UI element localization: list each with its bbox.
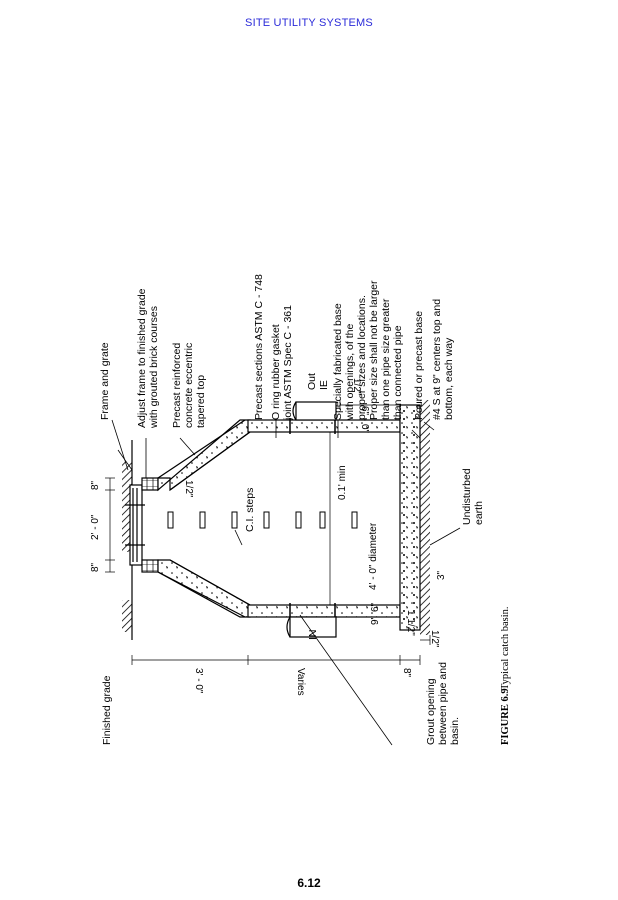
tapered-top-lower xyxy=(157,559,251,618)
label-poured-base: Poured or precast base xyxy=(413,311,425,420)
label-out: Out xyxy=(306,373,318,390)
basin-structure xyxy=(122,400,430,640)
dim-4-0-diameter: 4' - 0" diameter xyxy=(368,522,379,590)
label-precast-top-3: tapered top xyxy=(195,375,207,428)
label-precast-sections: Precast sections ASTM C - 748 xyxy=(253,274,265,420)
leader-grout xyxy=(299,614,393,746)
dim-3-bottom: 3" xyxy=(436,570,447,580)
dim-1-half-small: 1/2" xyxy=(351,378,362,396)
label-grout-1: Grout opening xyxy=(425,678,437,745)
label-rebar-1: #4 S at 9" centers top and xyxy=(431,299,443,420)
dim-8-left: 8" xyxy=(90,562,101,572)
label-rebar-2: bottom, each way xyxy=(443,337,455,420)
leader-rebar xyxy=(423,421,435,431)
outlet-pipe xyxy=(295,401,337,421)
label-precast-top-2: concrete eccentric xyxy=(183,343,195,428)
dim-6-right: 6" - 0" xyxy=(359,406,370,434)
label-ie: IE xyxy=(318,380,330,390)
dim-6-min: 6" xyxy=(370,602,381,612)
label-finished-grade: Finished grade xyxy=(101,675,113,745)
grade-hatch-top xyxy=(122,462,132,552)
label-base-2: with openings, of the xyxy=(344,324,356,421)
label-grout-3: basin. xyxy=(449,717,461,745)
label-grout-2: between pipe and xyxy=(437,662,449,745)
page-number: 6.12 xyxy=(297,876,321,890)
label-earth-1: Undisturbed xyxy=(461,468,473,525)
label-base-6: than connected pipe xyxy=(392,325,404,420)
label-ci-steps: C.I. steps xyxy=(244,488,256,532)
grade-hatch-bottom xyxy=(122,600,132,632)
label-earth-2: earth xyxy=(473,501,485,525)
figure-caption: Typical catch basin. xyxy=(500,606,511,690)
base-slab xyxy=(399,404,421,631)
page-header: SITE UTILITY SYSTEMS xyxy=(245,17,373,29)
figure-number: FIGURE 6.9 xyxy=(500,688,511,745)
inlet-pipe xyxy=(289,616,337,638)
leader-lines xyxy=(111,419,461,746)
dim-9: 9" xyxy=(370,615,381,625)
label-adjust-frame-1: Adjust frame to finished grade xyxy=(136,288,148,428)
label-base-4: Proper size shall not be larger xyxy=(368,280,380,420)
brick-courses-top xyxy=(141,477,159,491)
label-o-ring-2: joint ASTM Spec C - 361 xyxy=(282,305,294,421)
dim-0-1-min: 0.1' min xyxy=(337,465,348,500)
dim-varies: Varies xyxy=(295,668,306,696)
brick-courses-bottom xyxy=(141,559,159,573)
dimension-lines xyxy=(105,400,431,665)
dim-8-bottom: 8" xyxy=(401,668,412,678)
label-frame-and-grate: Frame and grate xyxy=(99,342,111,420)
label-adjust-frame-2: with grouted brick courses xyxy=(148,306,160,429)
leader-ci-steps xyxy=(234,529,243,546)
dim-2-0: 2' - 0" xyxy=(90,514,101,540)
leader-poured-base xyxy=(411,429,421,439)
leader-earth xyxy=(429,527,461,546)
label-in: IN xyxy=(307,630,319,641)
label-precast-top-1: Precast reinforced xyxy=(171,343,183,428)
dim-1-half-top: 1/2" xyxy=(183,480,194,498)
ci-steps xyxy=(167,511,358,529)
tapered-top-upper xyxy=(157,419,251,492)
label-base-1: Specially fabricated base xyxy=(332,303,344,420)
riser-wall-upper xyxy=(247,419,401,433)
dim-3-0: 3' - 0" xyxy=(193,668,204,694)
dim-8-right: 8" xyxy=(90,480,101,490)
leader-precast-top xyxy=(179,437,196,456)
undisturbed-earth-hatch xyxy=(420,400,430,635)
dim-1-half-bottom: 1/2" xyxy=(429,630,440,648)
label-o-ring-1: O ring rubber gasket xyxy=(270,324,282,420)
label-base-3: proper sizes and locations. xyxy=(356,295,368,420)
frame-and-grate xyxy=(129,484,143,566)
label-base-5: than one pipe size greater xyxy=(380,298,392,420)
dim-1-half-left: 1 1/2" xyxy=(405,610,416,636)
